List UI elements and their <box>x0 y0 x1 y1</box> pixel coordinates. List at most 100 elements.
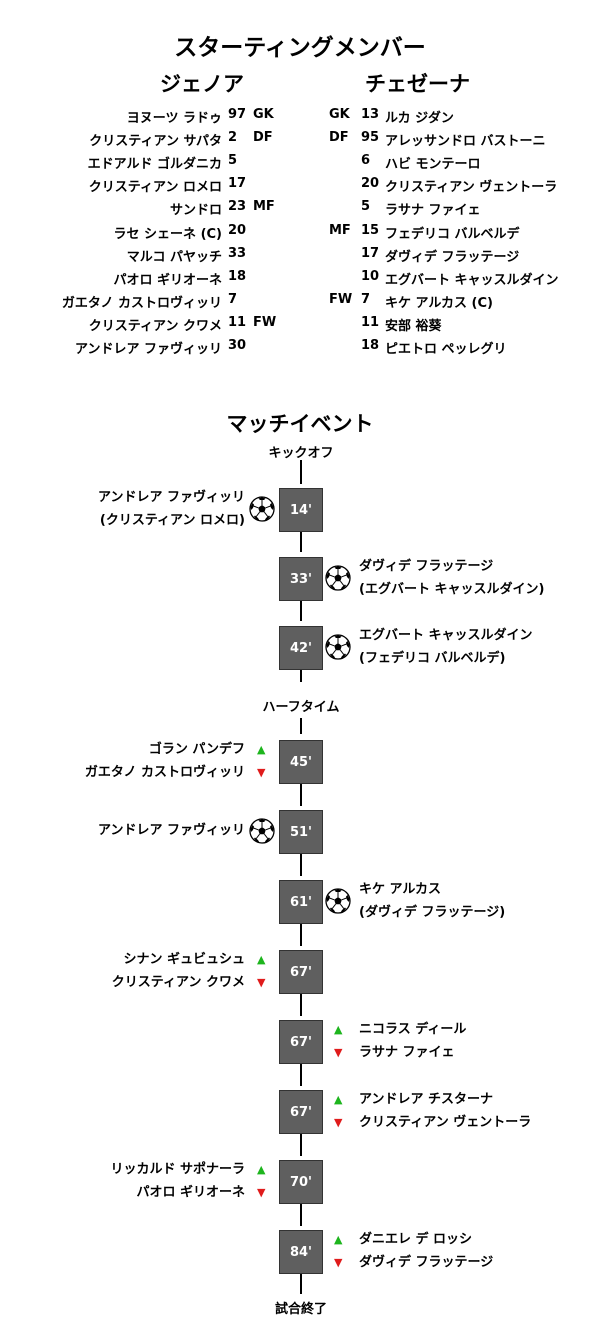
football-icon <box>249 818 275 844</box>
player-name: フェデリコ バルベルデ <box>385 226 520 242</box>
player-name: クリスティアン ヴェントーラ <box>385 180 558 196</box>
timeline-line <box>300 784 302 806</box>
timeline-line <box>300 924 302 946</box>
goal-assist: (クリスティアン ロメロ) <box>99 513 245 528</box>
player-position: MF <box>329 222 351 238</box>
player-name: クリスティアン サパタ <box>89 134 222 150</box>
kickoff-label: キックオフ <box>268 446 334 461</box>
football-icon <box>325 888 351 914</box>
goal-event-text: エグバート キャッスルダイン (フェデリコ バルベルデ) <box>359 624 533 670</box>
player-name: エドアルド ゴルダニカ <box>87 157 222 173</box>
lineup-row: ラセ シェーネ (C) 20 <box>0 223 600 243</box>
goal-assist: (ダヴィデ フラッテージ) <box>359 905 506 920</box>
player-name: ヨヌーツ ラドゥ <box>126 111 222 126</box>
player-name: ダヴィデ フラッテージ <box>385 249 520 265</box>
substitution-event-text: ゴラン パンデフガエタノ カストロヴィッリ <box>85 738 245 784</box>
player-name: ルカ ジダン <box>385 111 454 126</box>
player-number: 33 <box>228 245 247 261</box>
sub-out-arrow-icon: ▼ <box>257 976 266 989</box>
goal-scorer: エグバート キャッスルダイン <box>359 628 533 643</box>
player-number: 13 <box>361 107 380 122</box>
player-position: GK <box>253 107 274 122</box>
player-number: 11 <box>228 314 247 330</box>
halftime-label: ハーフタイム <box>262 700 340 715</box>
minute-box: 84' <box>279 1230 323 1274</box>
sub-in-arrow-icon: ▲ <box>257 953 266 966</box>
player-name: アンドレア ファヴィッリ <box>74 342 222 357</box>
timeline-line <box>300 460 302 484</box>
goal-scorer: キケ アルカス <box>359 882 442 897</box>
minute-box: 70' <box>279 1160 323 1204</box>
player-name: クリスティアン クワメ <box>88 318 222 334</box>
player-position: MF <box>253 199 275 215</box>
player-position: DF <box>329 130 349 146</box>
player-position: DF <box>253 130 273 146</box>
player-name: ラサナ ファイェ <box>385 203 481 219</box>
timeline-line <box>300 532 302 552</box>
football-icon <box>325 634 351 660</box>
player-out: ラサナ ファイェ <box>359 1045 455 1060</box>
football-icon <box>249 496 275 522</box>
lineup-row: アンドレア ファヴィッリ 30 <box>0 338 600 358</box>
player-name: ガエタノ カストロヴィッリ <box>61 295 222 311</box>
minute-box: 51' <box>279 810 323 854</box>
minute-box: 61' <box>279 880 323 924</box>
sub-in-arrow-icon: ▲ <box>334 1093 343 1106</box>
lineup-row: サンドロ 23 MF <box>0 199 600 219</box>
sub-in-arrow-icon: ▲ <box>334 1023 343 1036</box>
timeline-line <box>300 601 302 621</box>
minute-box: 42' <box>279 626 323 670</box>
lineup-row: 17 ダヴィデ フラッテージ <box>0 246 600 266</box>
goal-event-text: アンドレア ファヴィッリ <box>98 819 245 842</box>
player-name: パオロ ギリオーネ <box>113 272 222 288</box>
goal-assist: (フェデリコ バルベルデ) <box>359 651 506 666</box>
timeline-line <box>300 1064 302 1086</box>
player-number: 18 <box>361 338 380 353</box>
sub-in-arrow-icon: ▲ <box>334 1233 343 1246</box>
sub-out-arrow-icon: ▼ <box>334 1256 343 1269</box>
fulltime-label: 試合終了 <box>274 1302 327 1317</box>
player-name: エグバート キャッスルダイン <box>385 272 559 288</box>
sub-in-arrow-icon: ▲ <box>257 1163 266 1176</box>
substitution-event-text: シナン ギュビュシュクリスティアン クワメ <box>112 948 245 994</box>
player-number: 30 <box>228 338 247 353</box>
player-out: パオロ ギリオーネ <box>136 1185 245 1200</box>
substitution-event-text: ダニエレ デ ロッシダヴィデ フラッテージ <box>359 1228 493 1274</box>
player-number: 18 <box>228 268 247 284</box>
player-number: 23 <box>228 199 247 215</box>
player-name: サンドロ <box>169 203 222 219</box>
player-name: ピエトロ ペッレグリ <box>385 342 507 357</box>
minute-box: 67' <box>279 1020 323 1064</box>
goal-event-text: アンドレア ファヴィッリ(クリスティアン ロメロ) <box>98 486 245 532</box>
goal-event-text: ダヴィデ フラッテージ(エグバート キャッスルダイン) <box>359 555 544 601</box>
goal-event-text: キケ アルカス (ダヴィデ フラッテージ) <box>359 878 505 924</box>
player-name: ラセ シェーネ (C) <box>113 226 222 242</box>
player-name: 安部 裕葵 <box>385 318 442 334</box>
lineup-row: 18 ピエトロ ペッレグリ <box>0 338 600 358</box>
player-number: 15 <box>361 222 380 238</box>
lineup-row: MF 15 フェデリコ バルベルデ <box>0 223 600 243</box>
substitution-event-text: アンドレア チスターナクリスティアン ヴェントーラ <box>359 1088 531 1134</box>
player-number: 6 <box>361 153 371 169</box>
player-number: 20 <box>228 222 247 238</box>
player-number: 17 <box>228 176 247 192</box>
player-in: ニコラス ディール <box>359 1022 467 1037</box>
sub-out-arrow-icon: ▼ <box>334 1116 343 1129</box>
player-name: クリスティアン ロメロ <box>88 180 222 196</box>
player-position: FW <box>329 291 353 307</box>
minute-box: 33' <box>279 557 323 601</box>
timeline-line <box>300 1274 302 1294</box>
sub-out-arrow-icon: ▼ <box>257 766 266 779</box>
player-number: 20 <box>361 176 380 192</box>
player-number: 11 <box>361 314 380 330</box>
sub-out-arrow-icon: ▼ <box>257 1186 266 1199</box>
player-out: クリスティアン ヴェントーラ <box>359 1115 532 1130</box>
lineup-row: GK 13 ルカ ジダン <box>0 107 600 127</box>
minute-box: 14' <box>279 488 323 532</box>
player-number: 17 <box>361 245 380 261</box>
